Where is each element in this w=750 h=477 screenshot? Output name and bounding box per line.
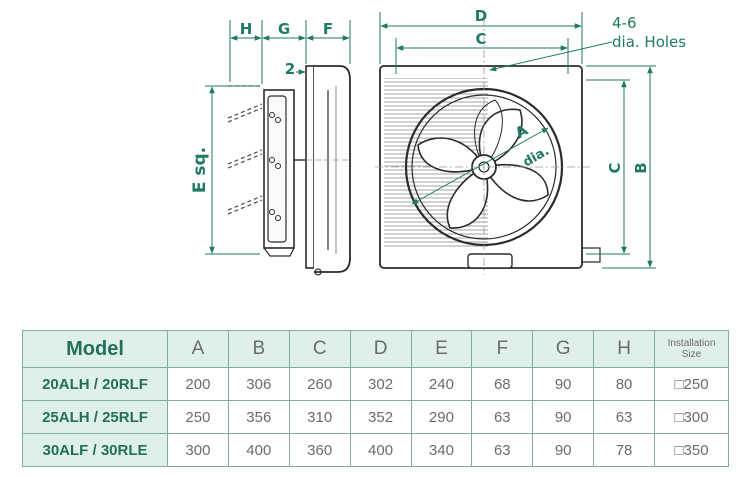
column-header-e: E [410, 330, 473, 368]
size-header-line1: Installation [667, 338, 716, 349]
model-cell: 20ALH / 20RLF [22, 367, 168, 401]
table-cell: 90 [532, 400, 595, 434]
table-cell: 200 [167, 367, 229, 401]
column-header-h: H [593, 330, 655, 368]
column-header-d: D [349, 330, 412, 368]
model-cell: 30ALF / 30RLE [22, 433, 168, 467]
holes-note-line2: dia. Holes [612, 33, 686, 51]
dim-label-d: D [475, 7, 487, 25]
table-cell: 78 [593, 433, 655, 467]
table-cell: 352 [349, 400, 412, 434]
table-cell: 260 [288, 367, 351, 401]
installation-size-cell: □350 [654, 433, 729, 467]
dim-label-g: G [278, 20, 290, 38]
front-panel-side [305, 65, 351, 276]
model-cell: 25ALH / 25RLF [22, 400, 168, 434]
table-row: 30ALF / 30RLE 300 400 360 400 340 63 90 … [22, 433, 729, 467]
column-header-b: B [227, 330, 290, 368]
table-cell: 340 [410, 433, 473, 467]
table-cell: 63 [471, 433, 534, 467]
installation-size-cell: □250 [654, 367, 729, 401]
column-header-g: G [532, 330, 595, 368]
table-cell: 63 [593, 400, 655, 434]
pull-tab [467, 253, 513, 269]
table-cell: 306 [227, 367, 290, 401]
dim-label-h: H [240, 20, 253, 38]
dim-label-b: B [632, 162, 650, 173]
dim-label-f: F [323, 20, 333, 38]
fan-dimension-drawing: H G F 2 E sq. [190, 7, 686, 276]
holes-note-line1: 4-6 [612, 14, 637, 32]
dim-label-offset: 2 [285, 60, 295, 78]
table-cell: 300 [167, 433, 229, 467]
table-cell: 240 [410, 367, 473, 401]
front-dimension-lines [379, 12, 656, 269]
column-header-c: C [288, 330, 351, 368]
motor-housing [263, 89, 306, 257]
table-cell: 356 [227, 400, 290, 434]
table-cell: 90 [532, 367, 595, 401]
table-cell: 63 [471, 400, 534, 434]
dim-label-c-side: C [606, 162, 624, 173]
table-cell: 90 [532, 433, 595, 467]
table-row: 20ALH / 20RLF 200 306 260 302 240 68 90 … [22, 367, 729, 401]
table-cell: 302 [349, 367, 412, 401]
table-cell: 400 [349, 433, 412, 467]
table-cell: 400 [227, 433, 290, 467]
installation-size-cell: □300 [654, 400, 729, 434]
table-cell: 68 [471, 367, 534, 401]
size-header-line2: Size [681, 349, 702, 360]
dim-label-c-top: C [475, 30, 486, 48]
column-header-model: Model [22, 330, 168, 368]
dim-label-e-sq: E sq. [190, 147, 210, 193]
side-dimension-lines [205, 20, 351, 255]
column-header-f: F [471, 330, 534, 368]
table-cell: 360 [288, 433, 351, 467]
column-header-a: A [167, 330, 229, 368]
front-view: D C C B A dia. 4-6 dia. Holes [375, 7, 686, 275]
table-cell: 250 [167, 400, 229, 434]
table-cell: 310 [288, 400, 351, 434]
table-row: 25ALH / 25RLF 250 356 310 352 290 63 90 … [22, 400, 729, 434]
wall-brackets [227, 85, 263, 215]
table-cell: 290 [410, 400, 473, 434]
table-cell: 80 [593, 367, 655, 401]
side-view: H G F 2 E sq. [190, 20, 351, 276]
